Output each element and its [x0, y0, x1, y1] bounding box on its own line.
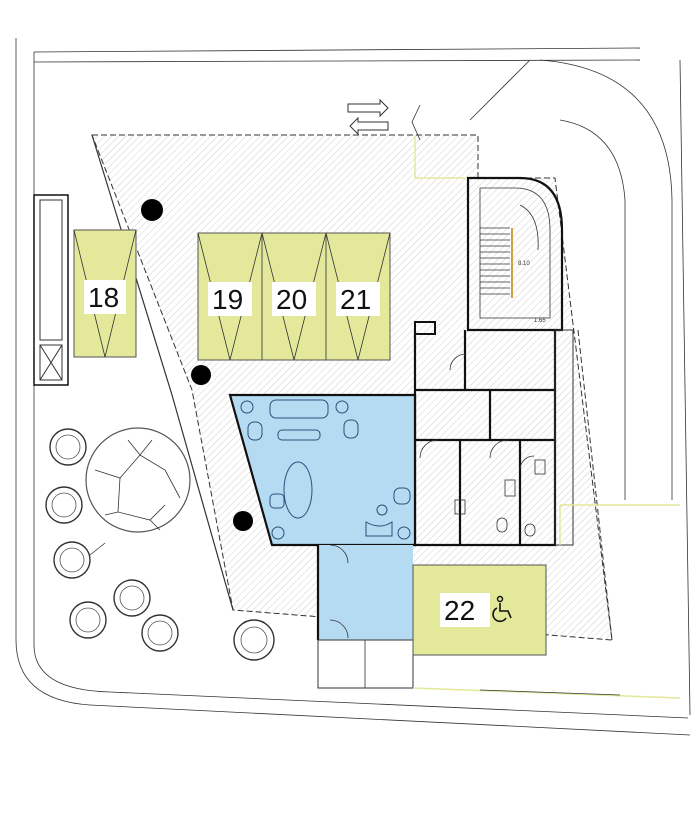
- column-dot: [141, 199, 163, 221]
- chair-icon: [393, 487, 411, 505]
- parking-space-21: 21: [325, 232, 391, 361]
- entrance-corridor: [316, 544, 414, 689]
- plant-icon: [376, 504, 388, 516]
- shrub-icon: [45, 486, 83, 524]
- table-icon: [283, 461, 313, 519]
- shrub-icon: [233, 619, 275, 661]
- stair-dimension: 8.10: [518, 261, 530, 267]
- wheelchair-icon: [492, 595, 512, 623]
- space-number-19: 19: [212, 284, 243, 315]
- parking-space-18: 18: [73, 229, 137, 358]
- plant-icon: [271, 526, 285, 540]
- space-number-21: 21: [340, 284, 371, 315]
- stair-steps: [480, 227, 510, 295]
- plant-icon: [397, 526, 411, 540]
- lounge-room: [228, 393, 417, 547]
- site-boundary: [15, 38, 691, 736]
- direction-arrows-icon: [347, 98, 421, 141]
- stair-dimension: 1.65: [534, 318, 546, 324]
- shrub-icon: [49, 428, 87, 466]
- armchair-icon: [247, 421, 263, 441]
- stair-tower: 8.10 1.65: [466, 176, 564, 332]
- shrub-icon: [69, 601, 107, 639]
- driveway-lines: [91, 134, 465, 611]
- shrub-icon: [141, 614, 179, 652]
- plant-icon: [240, 400, 254, 414]
- street-edge: [412, 329, 681, 699]
- column-dot: [191, 365, 211, 385]
- parking-space-19: 19: [197, 232, 263, 361]
- large-tree-icon: [85, 427, 191, 533]
- shrub-icon: [53, 541, 106, 579]
- building-side-wall: [554, 329, 574, 546]
- space-number-18: 18: [88, 282, 119, 313]
- space-number-22: 22: [444, 595, 475, 626]
- space-number-20: 20: [276, 284, 307, 315]
- armchair-icon: [343, 419, 359, 439]
- chair-icon: [269, 493, 285, 509]
- shrub-icon: [113, 579, 151, 617]
- column-dot: [233, 511, 253, 531]
- parking-space-20: 20: [261, 232, 327, 361]
- parking-space-22: 22: [412, 564, 547, 656]
- gate-structure: [33, 194, 69, 386]
- chair-icon: [365, 521, 393, 537]
- sofa-icon: [269, 399, 329, 419]
- plant-icon: [335, 400, 349, 414]
